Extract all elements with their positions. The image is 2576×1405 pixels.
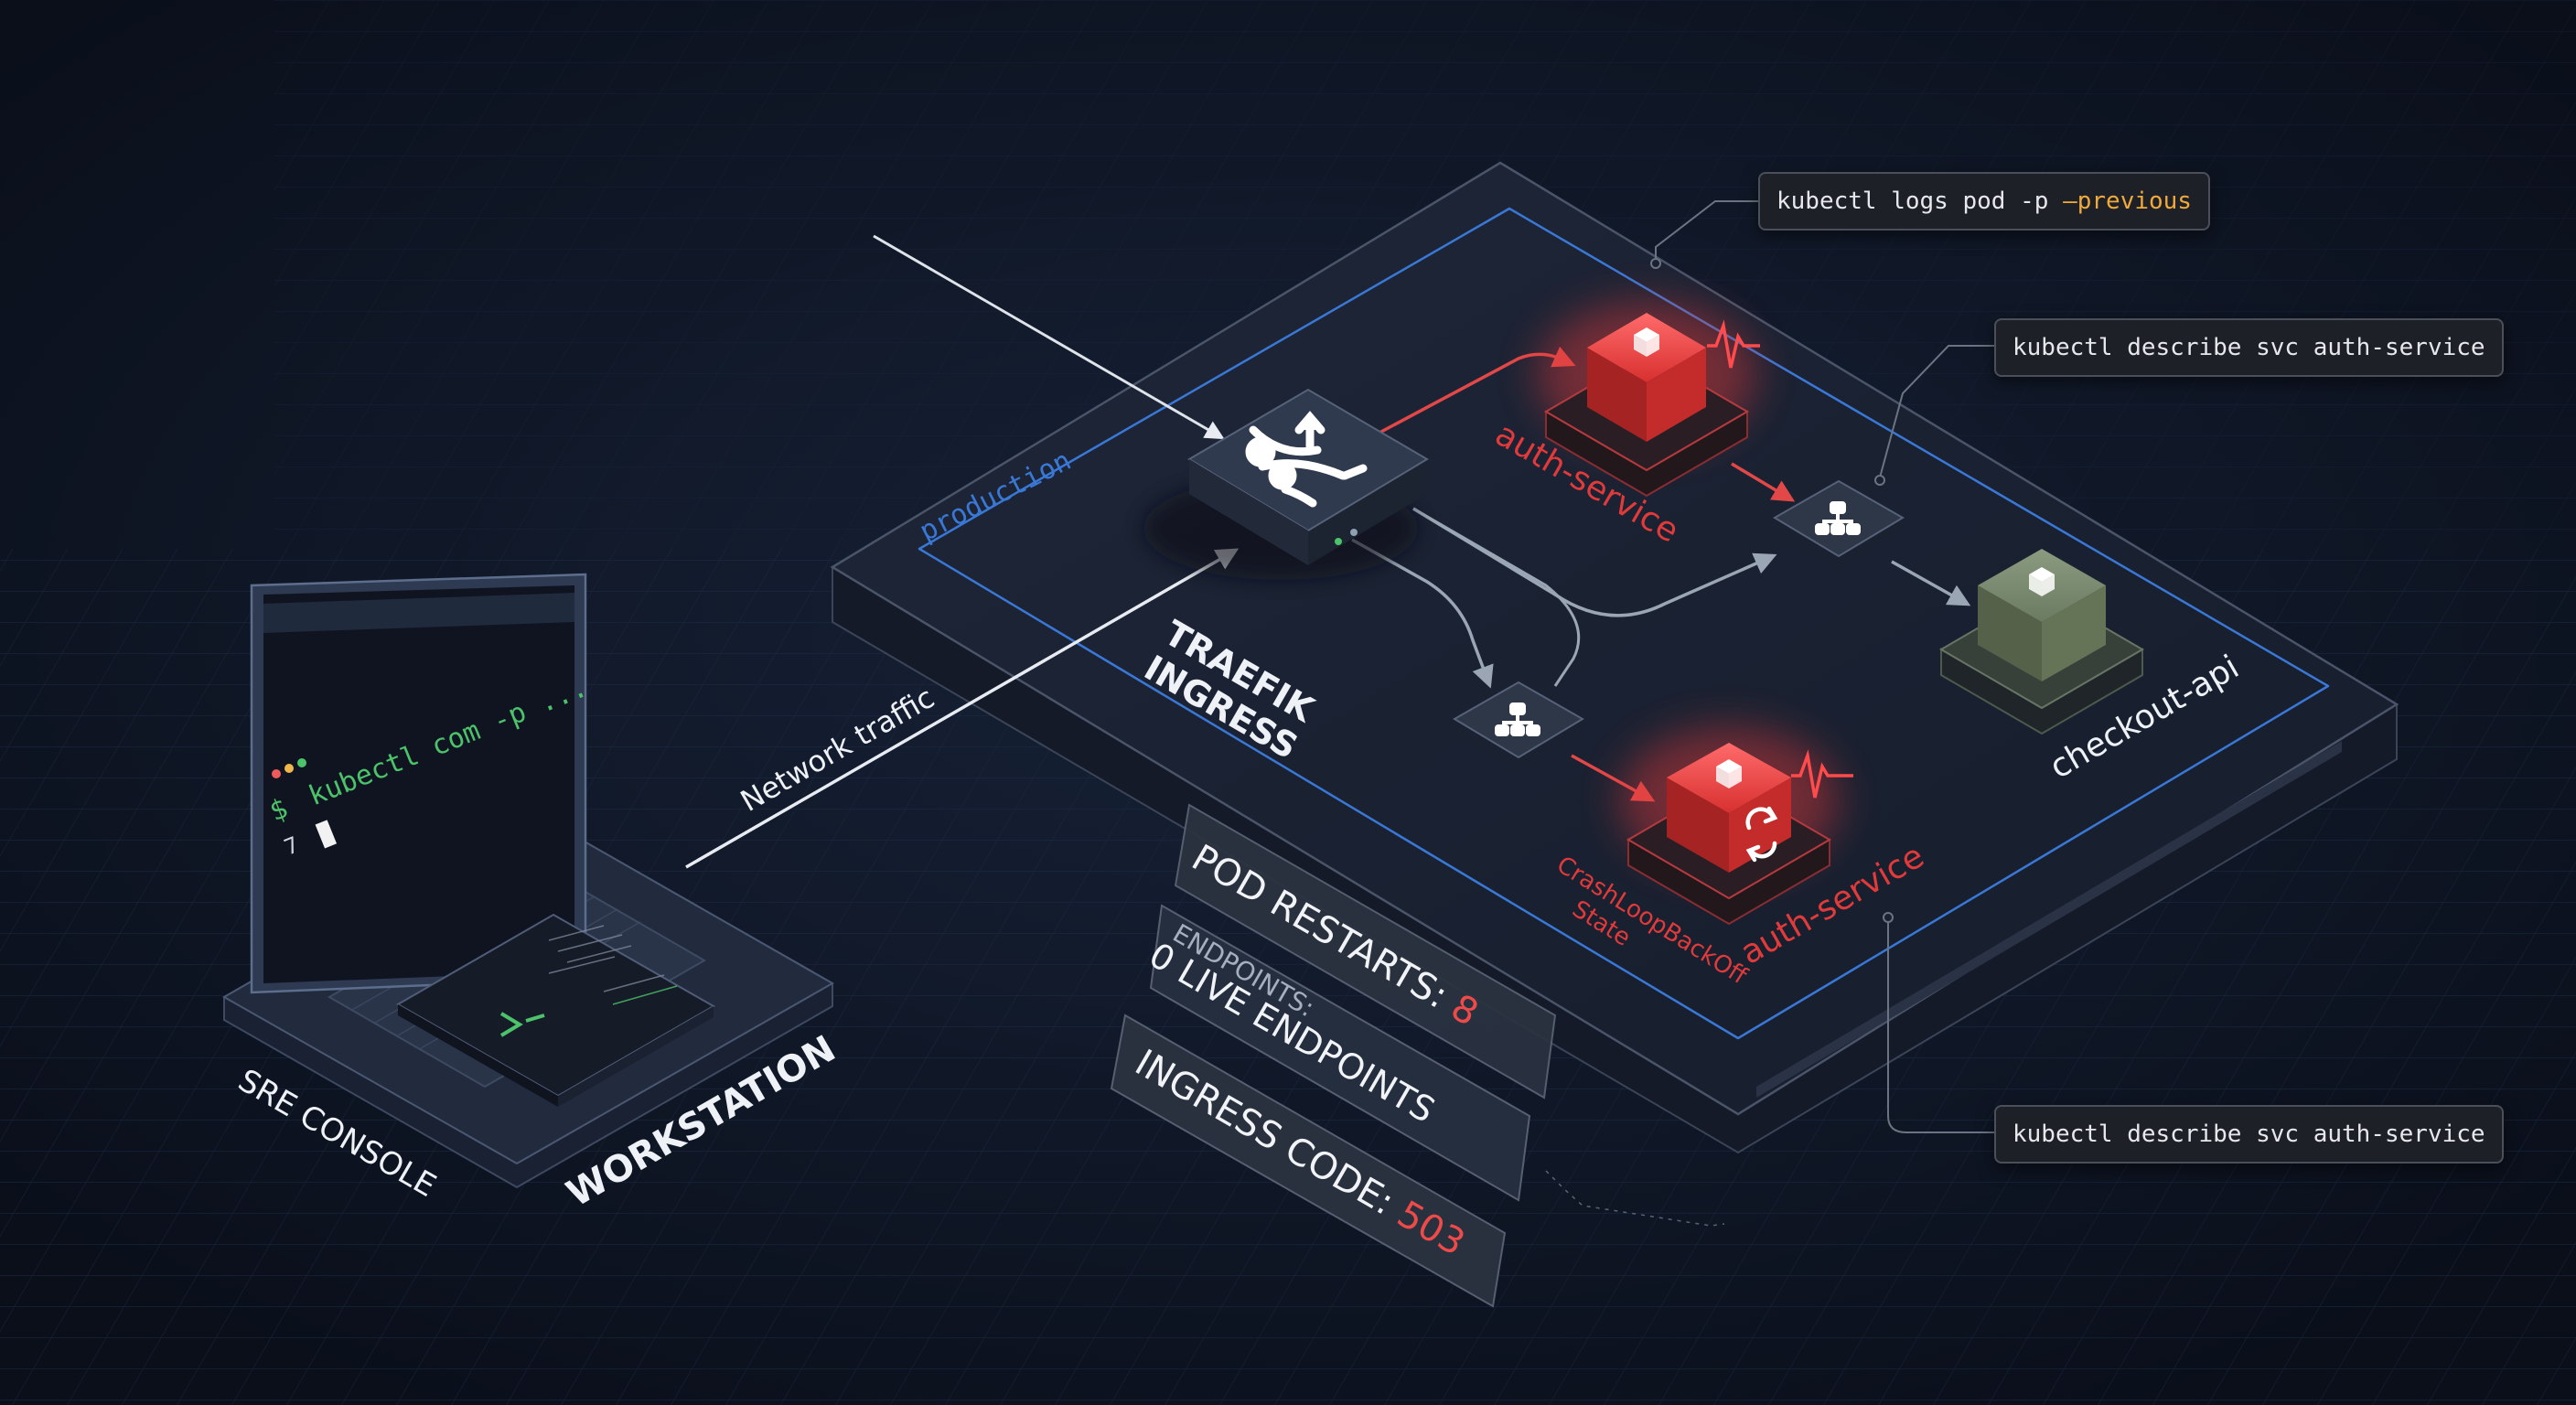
auth-service-node-bottom[interactable] <box>1619 727 1853 926</box>
workstation-laptop[interactable]: $ kubectl com -p ... 7 <box>221 573 835 1189</box>
callout-logs-highlight: —previous <box>2063 188 2192 215</box>
terminal-cursor <box>315 820 338 849</box>
auth-service-node-top[interactable] <box>1537 302 1760 498</box>
auth-to-router-arrow <box>1731 462 1796 502</box>
namespace-boundary <box>918 207 2330 1040</box>
incoming-traffic-arrow <box>873 234 1225 440</box>
connectors <box>685 234 1971 869</box>
callout-kubectl-logs[interactable]: kubectl logs pod -p —previous <box>1758 172 2210 231</box>
router-node-bottom[interactable] <box>1453 681 1584 774</box>
heartbeat-alert-icon <box>1707 319 1760 369</box>
callout-describe-svc-bottom[interactable]: kubectl describe svc auth-service <box>1994 1105 2504 1164</box>
checkout-api-node[interactable] <box>1939 549 2144 735</box>
cube-icon <box>2029 567 2055 596</box>
ingress-to-lower-router-arrow <box>1351 538 1494 689</box>
network-tree-icon <box>1815 501 1861 535</box>
mini-console-card[interactable] <box>395 913 716 1107</box>
callout-logs-prefix: kubectl logs pod -p <box>1776 188 2064 215</box>
callout-describe-top-text: kubectl describe svc auth-service <box>2012 334 2485 361</box>
router-icon <box>1245 411 1368 508</box>
heartbeat-alert-icon <box>1791 749 1853 799</box>
network-traffic-arrow <box>685 548 1240 869</box>
restart-icon <box>1745 806 1778 863</box>
callout-describe-bottom-text: kubectl describe svc auth-service <box>2012 1121 2485 1148</box>
terminal-prompt-icon <box>499 1012 545 1037</box>
callout-describe-svc-top[interactable]: kubectl describe svc auth-service <box>1994 318 2504 377</box>
router-to-checkout-arrow <box>1891 560 1971 606</box>
traefik-ingress-node[interactable] <box>1143 388 1429 580</box>
callout-leaders <box>1650 200 1994 1133</box>
cube-icon <box>1716 759 1742 788</box>
terminal-screen <box>263 585 574 983</box>
cube-icon <box>1634 327 1659 357</box>
router-node-top[interactable] <box>1773 479 1905 573</box>
network-tree-icon <box>1495 702 1540 736</box>
